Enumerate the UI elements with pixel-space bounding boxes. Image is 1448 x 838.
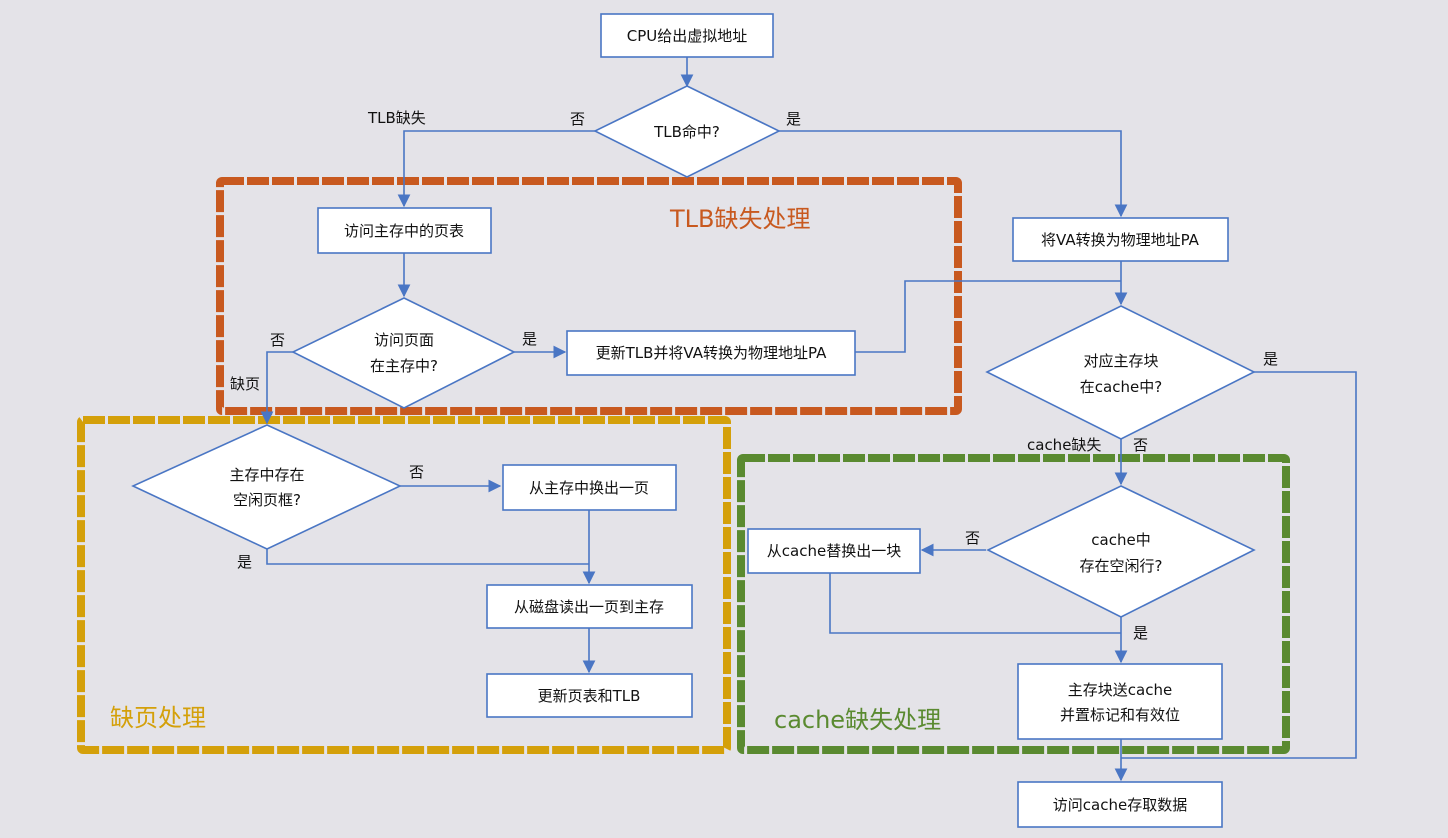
edge-label-page-no: 否 — [270, 331, 285, 349]
edge-frame-yes — [266, 549, 589, 565]
node-read-disk: 从磁盘读出一页到主存 — [486, 584, 693, 629]
edge-page-fault — [260, 351, 293, 425]
node-replace-block-label: 从cache替换出一块 — [767, 542, 901, 560]
node-swap-out-page-label: 从主存中换出一页 — [529, 479, 649, 497]
node-update-tlb-label: 更新TLB并将VA转换为物理地址PA — [596, 344, 827, 362]
edge-cache-hit — [1121, 371, 1357, 759]
cache-miss-region-border — [737, 454, 1290, 754]
edge-label-cache-no: 否 — [1133, 436, 1148, 454]
node-visit-page-table: 访问主存中的页表 — [317, 207, 492, 254]
node-cpu-virtual-address: CPU给出虚拟地址 — [600, 13, 774, 58]
node-block-in-cache-decision: 对应主存块 在cache中? — [985, 305, 1256, 440]
node-free-line-line2: 存在空闲行? — [1080, 557, 1163, 575]
edge-label-page-yes: 是 — [522, 330, 537, 348]
node-read-disk-label: 从磁盘读出一页到主存 — [514, 598, 664, 616]
node-update-pt-tlb-label: 更新页表和TLB — [538, 687, 641, 705]
node-free-frame-line2: 空闲页框? — [233, 491, 301, 509]
node-block-in-cache-line2: 在cache中? — [1080, 378, 1162, 396]
node-access-cache: 访问cache存取数据 — [1017, 781, 1223, 828]
node-free-line-decision: cache中 存在空闲行? — [986, 485, 1256, 618]
node-free-frame-decision: 主存中存在 空闲页框? — [131, 424, 402, 550]
node-free-frame-line1: 主存中存在 — [229, 466, 304, 484]
node-swap-out-page: 从主存中换出一页 — [502, 464, 677, 511]
node-update-tlb: 更新TLB并将VA转换为物理地址PA — [566, 330, 856, 376]
edge-label-cache-yes: 是 — [1263, 350, 1278, 368]
node-block-in-cache-line1: 对应主存块 — [1083, 352, 1158, 370]
edge-label-frame-no: 否 — [409, 463, 424, 481]
node-page-in-memory-line1: 访问页面 — [374, 331, 434, 349]
node-replace-block: 从cache替换出一块 — [747, 528, 921, 574]
edge-tlb-miss — [397, 130, 595, 208]
edge-tlb-hit — [779, 130, 1128, 218]
page-fault-region-title: 缺页处理 — [110, 704, 206, 732]
edge-label-line-yes: 是 — [1133, 624, 1148, 642]
node-send-block-line2: 并置标记和有效位 — [1060, 706, 1180, 724]
tlb-miss-region-border — [216, 177, 962, 415]
node-page-in-memory-line2: 在主存中? — [370, 357, 438, 375]
node-send-block-line1: 主存块送cache — [1068, 681, 1172, 699]
edge-label-frame-yes: 是 — [237, 553, 252, 571]
page-fault-region-border — [77, 416, 731, 754]
tlb-miss-region-title: TLB缺失处理 — [669, 205, 811, 233]
edge-replace-to-merge — [829, 573, 1121, 634]
edge-label-page-fault: 缺页 — [230, 375, 260, 393]
node-visit-page-table-label: 访问主存中的页表 — [344, 222, 464, 240]
edge-label-line-no: 否 — [965, 529, 980, 547]
node-access-cache-label: 访问cache存取数据 — [1053, 796, 1187, 814]
node-va-to-pa-label: 将VA转换为物理地址PA — [1041, 231, 1200, 249]
edge-label-tlb-no: 否 — [570, 110, 585, 128]
node-tlb-hit-label: TLB命中? — [653, 123, 720, 141]
node-update-pt-tlb: 更新页表和TLB — [486, 673, 693, 718]
node-page-in-memory-decision: 访问页面 在主存中? — [291, 297, 516, 409]
edge-label-tlb-miss: TLB缺失 — [367, 109, 426, 127]
edge-update-tlb-to-merge — [855, 280, 1121, 353]
node-send-block-to-cache: 主存块送cache 并置标记和有效位 — [1017, 663, 1223, 740]
node-va-to-pa: 将VA转换为物理地址PA — [1012, 217, 1229, 262]
node-tlb-hit-decision: TLB命中? — [593, 85, 781, 178]
cache-miss-region-title: cache缺失处理 — [774, 706, 941, 734]
node-free-line-line1: cache中 — [1091, 531, 1150, 549]
edge-label-cache-miss: cache缺失 — [1027, 436, 1101, 454]
edge-label-tlb-yes: 是 — [786, 110, 801, 128]
node-cpu-label: CPU给出虚拟地址 — [627, 27, 748, 45]
